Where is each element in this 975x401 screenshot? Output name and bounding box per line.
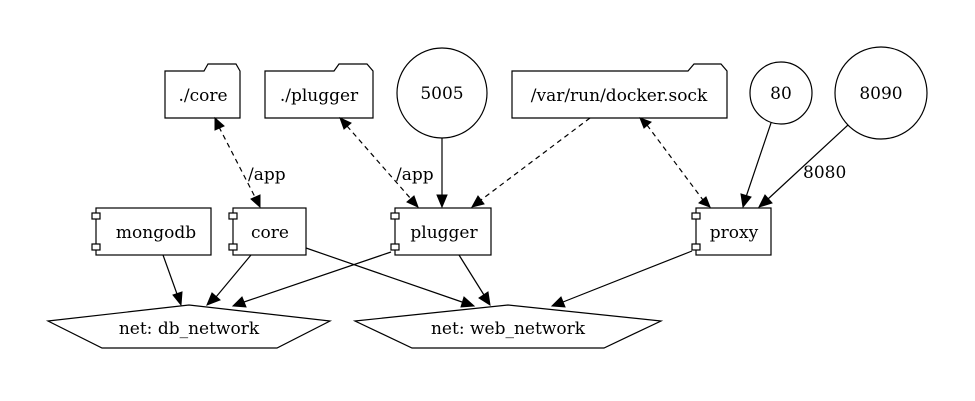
volume-docker-sock-label: /var/run/docker.sock xyxy=(531,86,708,106)
edge-proxy-web-network xyxy=(550,250,693,308)
service-core-label: core xyxy=(251,223,289,243)
port-5005-label: 5005 xyxy=(420,84,463,104)
edge-docker-sock-proxy xyxy=(639,117,711,208)
port-8090-circle: 8090 xyxy=(834,46,928,140)
network-web-node: net: web_network xyxy=(352,304,664,349)
edge-core-db-network xyxy=(206,254,252,306)
port-8090-label: 8090 xyxy=(859,84,902,104)
service-proxy-box: proxy xyxy=(691,207,772,256)
port-80-label: 80 xyxy=(770,84,792,104)
edge-plugger-web-network xyxy=(458,254,491,307)
service-plugger-box: plugger xyxy=(390,207,492,256)
edge-port-8090 xyxy=(758,124,849,208)
edge-plugger-db-network xyxy=(231,251,392,308)
volume-plugger-label: ./plugger xyxy=(280,86,359,106)
edge-plugger-volume xyxy=(339,117,419,208)
service-mongodb-box: mongodb xyxy=(91,207,212,256)
edge-docker-sock-plugger xyxy=(471,117,591,208)
network-db-node: net: db_network xyxy=(45,304,333,349)
service-core-box: core xyxy=(228,207,307,256)
volume-docker-sock-folder: /var/run/docker.sock xyxy=(511,63,728,119)
edge-port-5005 xyxy=(436,138,448,209)
edge-label-plugger-app: /app xyxy=(396,165,434,185)
edge-port-80 xyxy=(740,122,772,209)
network-db-label: net: db_network xyxy=(119,319,260,339)
edge-core-web-network xyxy=(305,247,476,308)
port-5005-circle: 5005 xyxy=(396,47,488,139)
volume-core-label: ./core xyxy=(178,86,227,106)
edge-label-port-8080: 8080 xyxy=(803,163,846,183)
volume-core-folder: ./core xyxy=(164,63,241,119)
network-web-label: net: web_network xyxy=(431,319,586,339)
port-80-circle: 80 xyxy=(749,61,813,125)
edge-label-core-app: /app xyxy=(248,165,286,185)
edge-mongodb-db-network xyxy=(162,254,183,307)
service-proxy-label: proxy xyxy=(710,223,759,243)
edge-core-volume xyxy=(214,116,261,209)
service-plugger-label: plugger xyxy=(410,223,478,243)
service-mongodb-label: mongodb xyxy=(116,223,196,243)
volume-plugger-folder: ./plugger xyxy=(264,63,374,119)
